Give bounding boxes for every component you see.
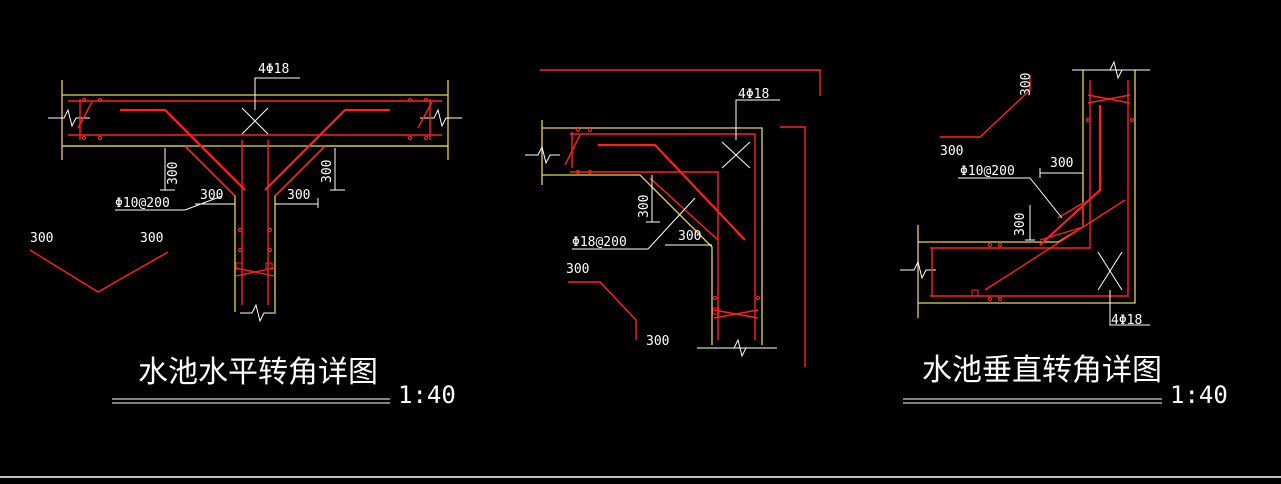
haunch-v-l: 300 <box>637 195 652 218</box>
haunch-h-v: 300 <box>1050 156 1073 171</box>
dimensions-t <box>115 77 345 211</box>
break-marks-v <box>900 60 1128 280</box>
title-vertical: 水池垂直转角详图 <box>922 353 1162 388</box>
rebar-t <box>68 99 442 305</box>
bar-shape-bottom-l: 300 <box>646 334 669 349</box>
bar-shape-right-t: 300 <box>140 231 163 246</box>
detail-horizontal-corner: 4Φ18 Φ10@200 300 300 300 300 300 300 水池水… <box>29 62 462 409</box>
break-marks-t <box>48 108 462 323</box>
stirrup-label-v: Φ10@200 <box>960 164 1015 179</box>
haunch-v-v: 300 <box>1013 213 1028 236</box>
haunch-h-l: 300 <box>678 229 701 244</box>
dimensions-v <box>958 168 1150 326</box>
bar-marks-t <box>81 97 429 270</box>
haunch-h-left-t: 300 <box>200 188 223 203</box>
bar-shape-bottom-v: 300 <box>940 144 963 159</box>
bar-shape-left-t: 300 <box>30 231 53 246</box>
top-bar-label-t: 4Φ18 <box>258 62 289 77</box>
haunch-h-right-t: 300 <box>287 188 310 203</box>
title-horizontal: 水池水平转角详图 <box>138 355 378 390</box>
top-bar-label-l: 4Φ18 <box>738 87 769 102</box>
bar-marks-v <box>971 117 1135 302</box>
rebar-l <box>564 132 759 340</box>
scale-horizontal: 1:40 <box>398 381 456 409</box>
scale-vertical: 1:40 <box>1170 381 1228 409</box>
stirrup-label-t: Φ10@200 <box>115 196 170 211</box>
stirrup-label-l: Φ18@200 <box>572 235 627 250</box>
haunch-v-left-t: 300 <box>166 162 181 185</box>
rebar-v <box>930 80 1131 297</box>
detail-vertical-corner: 4Φ18 Φ10@200 300 300 300 300 水池垂直转角详图 1:… <box>900 60 1228 409</box>
bar-shape-top-v: 300 <box>1019 73 1034 96</box>
break-marks-l <box>525 145 752 358</box>
bar-shape-top-l: 300 <box>566 262 589 277</box>
bottom-bar-label-v: 4Φ18 <box>1111 313 1142 328</box>
dimensions-l <box>572 99 780 250</box>
detail-l-corner: 4Φ18 Φ18@200 300 300 300 300 <box>525 69 821 367</box>
haunch-v-right-t: 300 <box>320 160 335 183</box>
bar-shape-v <box>940 75 1031 138</box>
section-line-right <box>780 126 806 367</box>
bar-shape-v-t <box>29 249 169 293</box>
section-line-top <box>540 69 821 96</box>
bar-marks-l <box>575 127 761 315</box>
bar-shape-l <box>568 281 637 340</box>
concrete-outline-v <box>917 69 1150 318</box>
concrete-outline-l <box>541 120 777 349</box>
